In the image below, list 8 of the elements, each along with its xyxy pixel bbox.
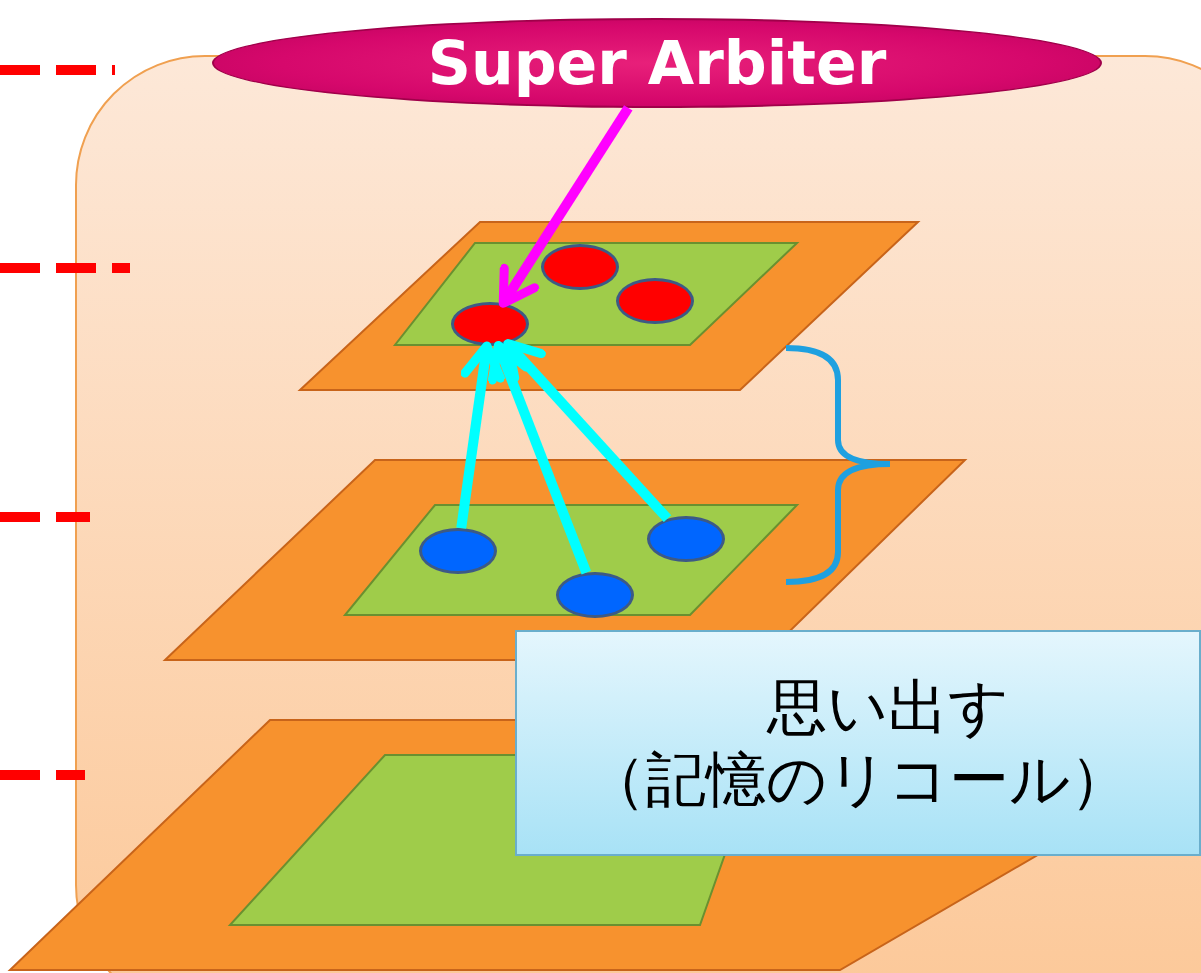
caption-text: （記憶のリコール） (586, 743, 1130, 815)
arbiter-ellipse: Super Arbiter (212, 18, 1102, 108)
arrow (498, 105, 633, 308)
text-box (515, 630, 1201, 856)
arrow (503, 339, 672, 523)
arrow (487, 341, 591, 575)
caption-text: 思い出す (765, 671, 1009, 743)
arrow (456, 341, 506, 529)
